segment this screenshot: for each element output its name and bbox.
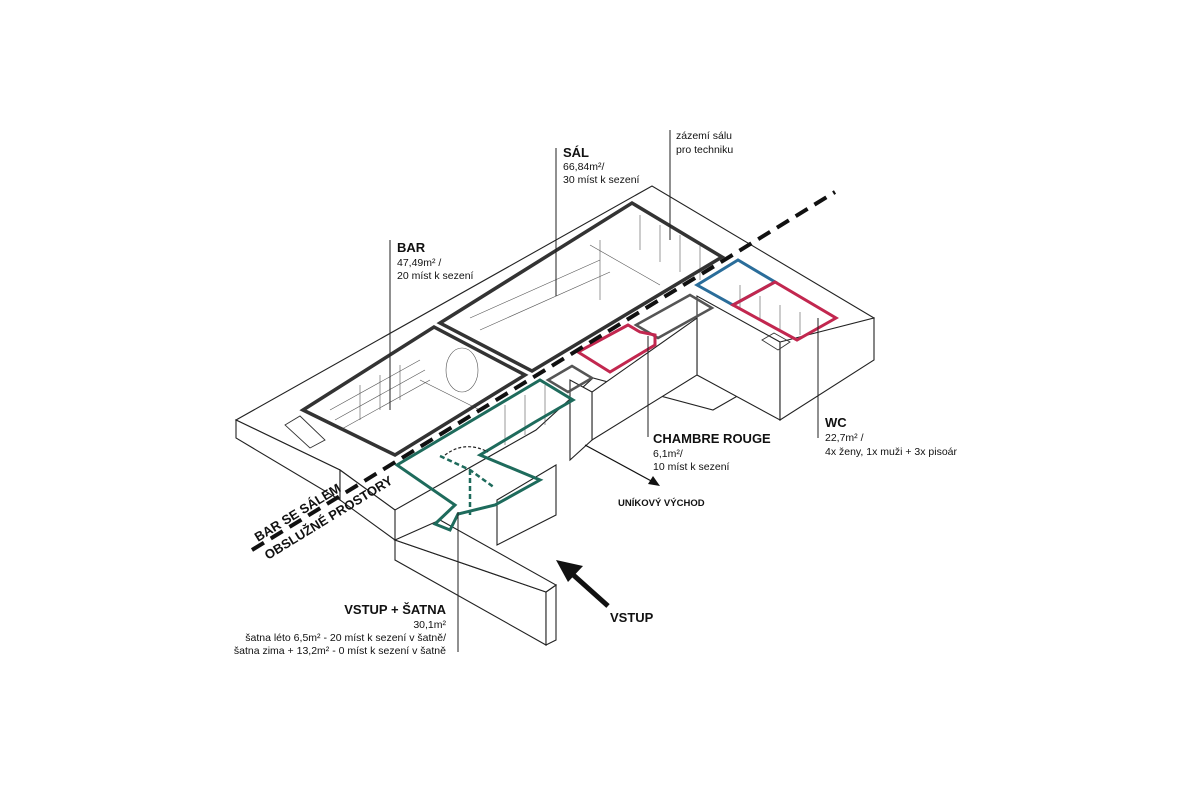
interior-details bbox=[329, 215, 801, 445]
leader-lines bbox=[389, 130, 819, 652]
satna-dashed bbox=[439, 454, 496, 515]
unikovy-label: UNÍKOVÝ VÝCHOD bbox=[618, 497, 705, 509]
divider-dashed-line bbox=[250, 190, 837, 552]
skylight-right bbox=[761, 332, 791, 351]
vstup-label: VSTUP bbox=[610, 610, 654, 625]
vstup-satna-winter: šatna zima + 13,2m² - 0 míst k sezení v … bbox=[234, 645, 446, 657]
zazemi-line1: zázemí sálu bbox=[676, 130, 732, 142]
sal-title: SÁL bbox=[563, 145, 589, 160]
bar-title: BAR bbox=[397, 240, 426, 255]
sal-seats: 30 míst k sezení bbox=[563, 174, 640, 186]
chambre-area: 6,1m²/ bbox=[653, 448, 683, 460]
wc-red-outline bbox=[729, 280, 840, 342]
building-mass bbox=[234, 185, 876, 646]
chambre-title: CHAMBRE ROUGE bbox=[653, 431, 771, 446]
sal-outline bbox=[436, 200, 726, 374]
right-block-side bbox=[779, 317, 875, 422]
sal-area: 66,84m²/ bbox=[563, 161, 605, 173]
entrance-arrow-icon bbox=[556, 560, 610, 608]
chambre-outline bbox=[575, 323, 657, 374]
skylight-left bbox=[284, 415, 326, 449]
entrance-block-front bbox=[496, 464, 557, 546]
wc-area: 22,7m² / bbox=[825, 432, 864, 444]
vstup-satna-outline bbox=[394, 378, 576, 532]
vstup-satna-area: 30,1m² bbox=[413, 619, 446, 631]
wc-title: WC bbox=[825, 415, 847, 430]
bar-seats: 20 míst k sezení bbox=[397, 270, 474, 282]
vstup-satna-summer: šatna léto 6,5m² - 20 míst k sezení v ša… bbox=[245, 632, 446, 644]
exit-arrow-icon bbox=[584, 444, 660, 486]
middle-block-side bbox=[569, 379, 593, 462]
entrance-wing-top bbox=[393, 519, 558, 593]
wc-detail: 4x ženy, 1x muži + 3x pisoár bbox=[825, 446, 957, 458]
vstup-satna-title: VSTUP + ŠATNA bbox=[344, 602, 446, 617]
satna-arc bbox=[444, 446, 489, 456]
chambre-seats: 10 míst k sezení bbox=[653, 461, 730, 473]
bar-area: 47,49m² / bbox=[397, 257, 441, 269]
zazemi-line2: pro techniku bbox=[676, 144, 733, 156]
chambre-neighbour-outline bbox=[545, 364, 595, 394]
entrance-wing-side bbox=[545, 583, 557, 646]
